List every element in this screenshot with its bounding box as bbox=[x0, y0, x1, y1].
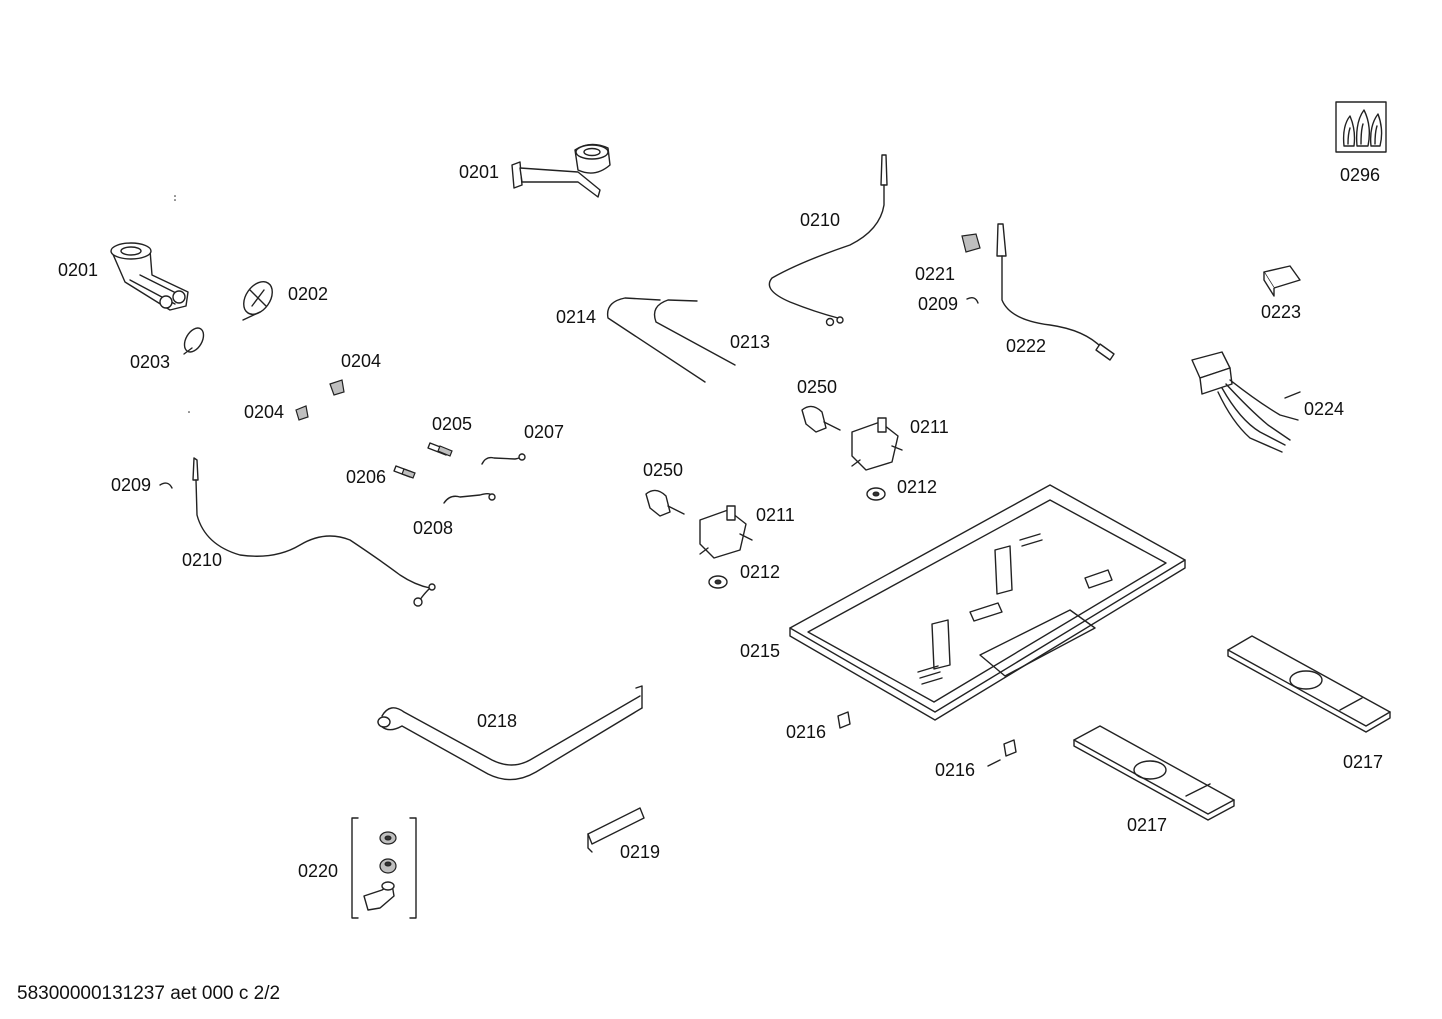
part-0204-nozzle-a bbox=[329, 379, 345, 396]
part-0205-fitting bbox=[427, 442, 453, 457]
label-0250-lower: 0250 bbox=[643, 460, 683, 480]
label-0205: 0205 bbox=[432, 414, 472, 434]
part-0219-rail bbox=[587, 807, 645, 853]
label-0216-b: 0216 bbox=[935, 760, 975, 780]
part-0250-igniter-lower bbox=[645, 489, 685, 517]
part-0212-grommet-lower bbox=[708, 575, 728, 589]
label-0204-upper: 0204 bbox=[341, 351, 381, 371]
label-0221: 0221 bbox=[915, 264, 955, 284]
label-0217-upper: 0217 bbox=[1343, 752, 1383, 772]
part-0214-tube bbox=[606, 297, 706, 383]
label-0222: 0222 bbox=[1006, 336, 1046, 356]
label-0224: 0224 bbox=[1304, 399, 1344, 419]
stray-mark bbox=[174, 195, 190, 413]
label-0219: 0219 bbox=[620, 842, 660, 862]
label-0211-lower: 0211 bbox=[756, 505, 795, 525]
part-0217-bracket-upper bbox=[1227, 635, 1391, 733]
part-0209-clip-right bbox=[966, 296, 979, 304]
label-0211-upper: 0211 bbox=[910, 417, 949, 437]
part-0210-thermocouple-left bbox=[192, 457, 436, 607]
part-0221-cap bbox=[961, 233, 981, 253]
part-0203-cap bbox=[183, 327, 205, 355]
label-0209-right: 0209 bbox=[918, 294, 958, 314]
part-0222-ignition-cable bbox=[996, 223, 1115, 361]
label-0216-a: 0216 bbox=[786, 722, 826, 742]
label-0220: 0220 bbox=[298, 861, 338, 881]
part-0223-connector bbox=[1263, 265, 1301, 297]
part-0216-clip-a bbox=[837, 711, 851, 729]
label-0210-top: 0210 bbox=[800, 210, 840, 230]
label-0223: 0223 bbox=[1261, 302, 1301, 322]
part-0209-clip-left bbox=[159, 482, 173, 489]
label-0202: 0202 bbox=[288, 284, 328, 304]
label-0209-left: 0209 bbox=[111, 475, 151, 495]
label-0213: 0213 bbox=[730, 332, 770, 352]
part-0202-flame-spreader bbox=[242, 281, 273, 321]
part-0212-grommet-upper bbox=[866, 487, 886, 501]
label-0207: 0207 bbox=[524, 422, 564, 442]
label-0215: 0215 bbox=[740, 641, 780, 661]
part-0211-valve-lower bbox=[699, 505, 753, 559]
part-0208-pipe bbox=[443, 493, 496, 504]
part-0204-nozzle-b bbox=[295, 405, 309, 421]
part-0210-thermocouple-top bbox=[768, 154, 888, 327]
label-0218: 0218 bbox=[477, 711, 517, 731]
label-0204-lower: 0204 bbox=[244, 402, 284, 422]
part-0215-base-tray bbox=[789, 484, 1186, 721]
part-0296-label-icon bbox=[1335, 101, 1387, 153]
part-0224-terminal-block bbox=[1191, 351, 1301, 453]
document-footer-id: 58300000131237 aet 000 c 2/2 bbox=[17, 983, 280, 1004]
part-0201-burner-top bbox=[511, 143, 611, 198]
part-0218-gas-pipe bbox=[377, 685, 643, 781]
part-0217-bracket-lower bbox=[1073, 725, 1235, 821]
label-0250-upper: 0250 bbox=[797, 377, 837, 397]
label-0208: 0208 bbox=[413, 518, 453, 538]
label-0206: 0206 bbox=[346, 467, 386, 487]
label-0201-left: 0201 bbox=[58, 260, 98, 280]
label-0212-lower: 0212 bbox=[740, 562, 780, 582]
part-0201-burner-left bbox=[110, 242, 189, 311]
part-0206-fitting bbox=[393, 465, 416, 479]
label-0296: 0296 bbox=[1340, 165, 1380, 185]
part-0211-valve-upper bbox=[851, 417, 903, 471]
part-0250-igniter-upper bbox=[801, 405, 841, 433]
label-0214: 0214 bbox=[556, 307, 596, 327]
label-0201-top: 0201 bbox=[459, 162, 499, 182]
part-0213-tube bbox=[653, 299, 736, 366]
part-0207-pipe bbox=[481, 453, 526, 465]
part-labels: 0201 0201 0202 0203 0204 0204 0205 0206 … bbox=[58, 162, 1383, 881]
part-0220-fitting-set bbox=[351, 817, 417, 919]
part-0216-clip-b bbox=[987, 739, 1017, 767]
label-0210-left: 0210 bbox=[182, 550, 222, 570]
label-0217-lower: 0217 bbox=[1127, 815, 1167, 835]
label-0203: 0203 bbox=[130, 352, 170, 372]
label-0212-upper: 0212 bbox=[897, 477, 937, 497]
